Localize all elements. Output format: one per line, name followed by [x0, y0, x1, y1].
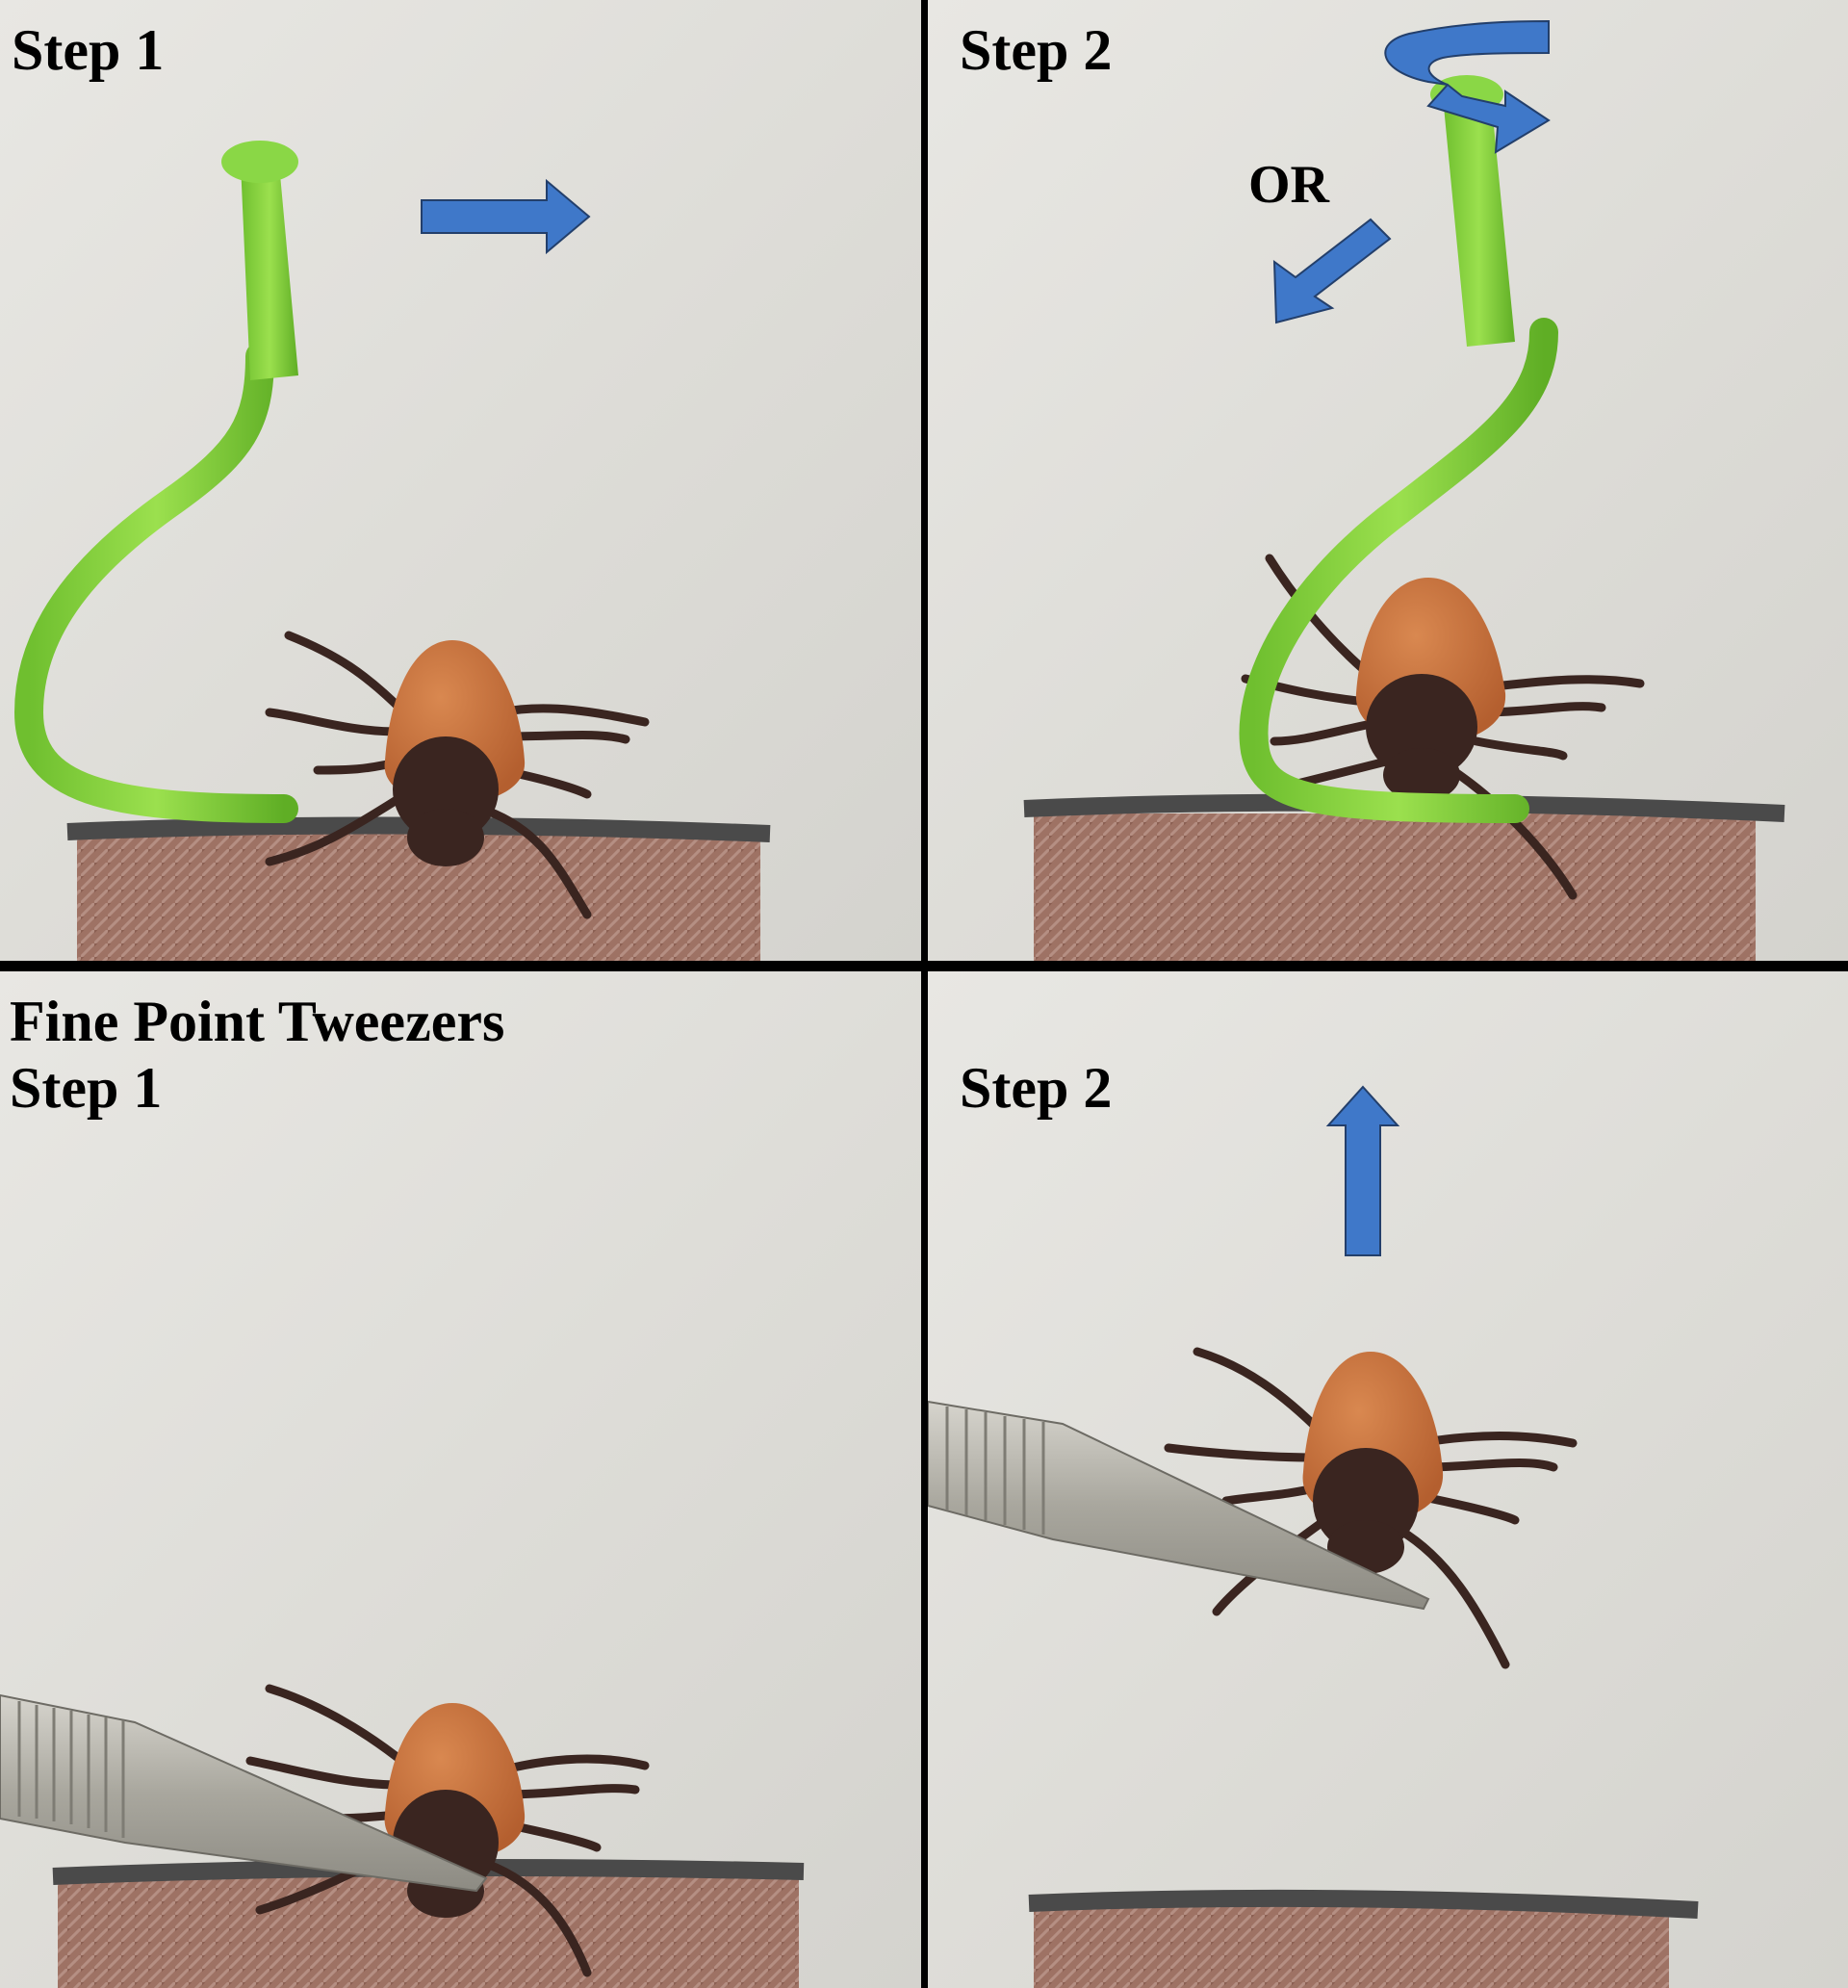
rotate-arrow-icon — [1384, 19, 1551, 154]
step-label: Step 1 — [12, 18, 165, 82]
or-label: OR — [1248, 155, 1329, 215]
step-label: Step 2 — [960, 18, 1113, 82]
step-label: Step 2 — [960, 1056, 1113, 1120]
arrow-up-icon — [1325, 1085, 1400, 1256]
panel-hook-step-1: Step 1 — [0, 0, 921, 961]
tick-remover-hook-icon — [13, 141, 298, 823]
panel-hook-step-2: Step 2 OR — [928, 0, 1848, 961]
skin-block — [1028, 1889, 1699, 1988]
panel-tweezers-step-1: Fine Point Tweezers Step 1 — [0, 971, 921, 1988]
method-title: Fine Point Tweezers — [10, 990, 505, 1053]
tick-icon — [265, 631, 650, 919]
arrow-right-icon — [421, 178, 591, 255]
tweezers-icon — [0, 1693, 488, 1893]
step-label: Step 1 — [10, 1056, 163, 1120]
tick-icon — [1241, 554, 1645, 900]
arrow-down-left-icon — [1272, 218, 1392, 324]
skin-block — [1023, 793, 1785, 961]
tweezers-icon — [928, 1400, 1430, 1611]
panel-tweezers-step-2: Step 2 — [928, 971, 1848, 1988]
